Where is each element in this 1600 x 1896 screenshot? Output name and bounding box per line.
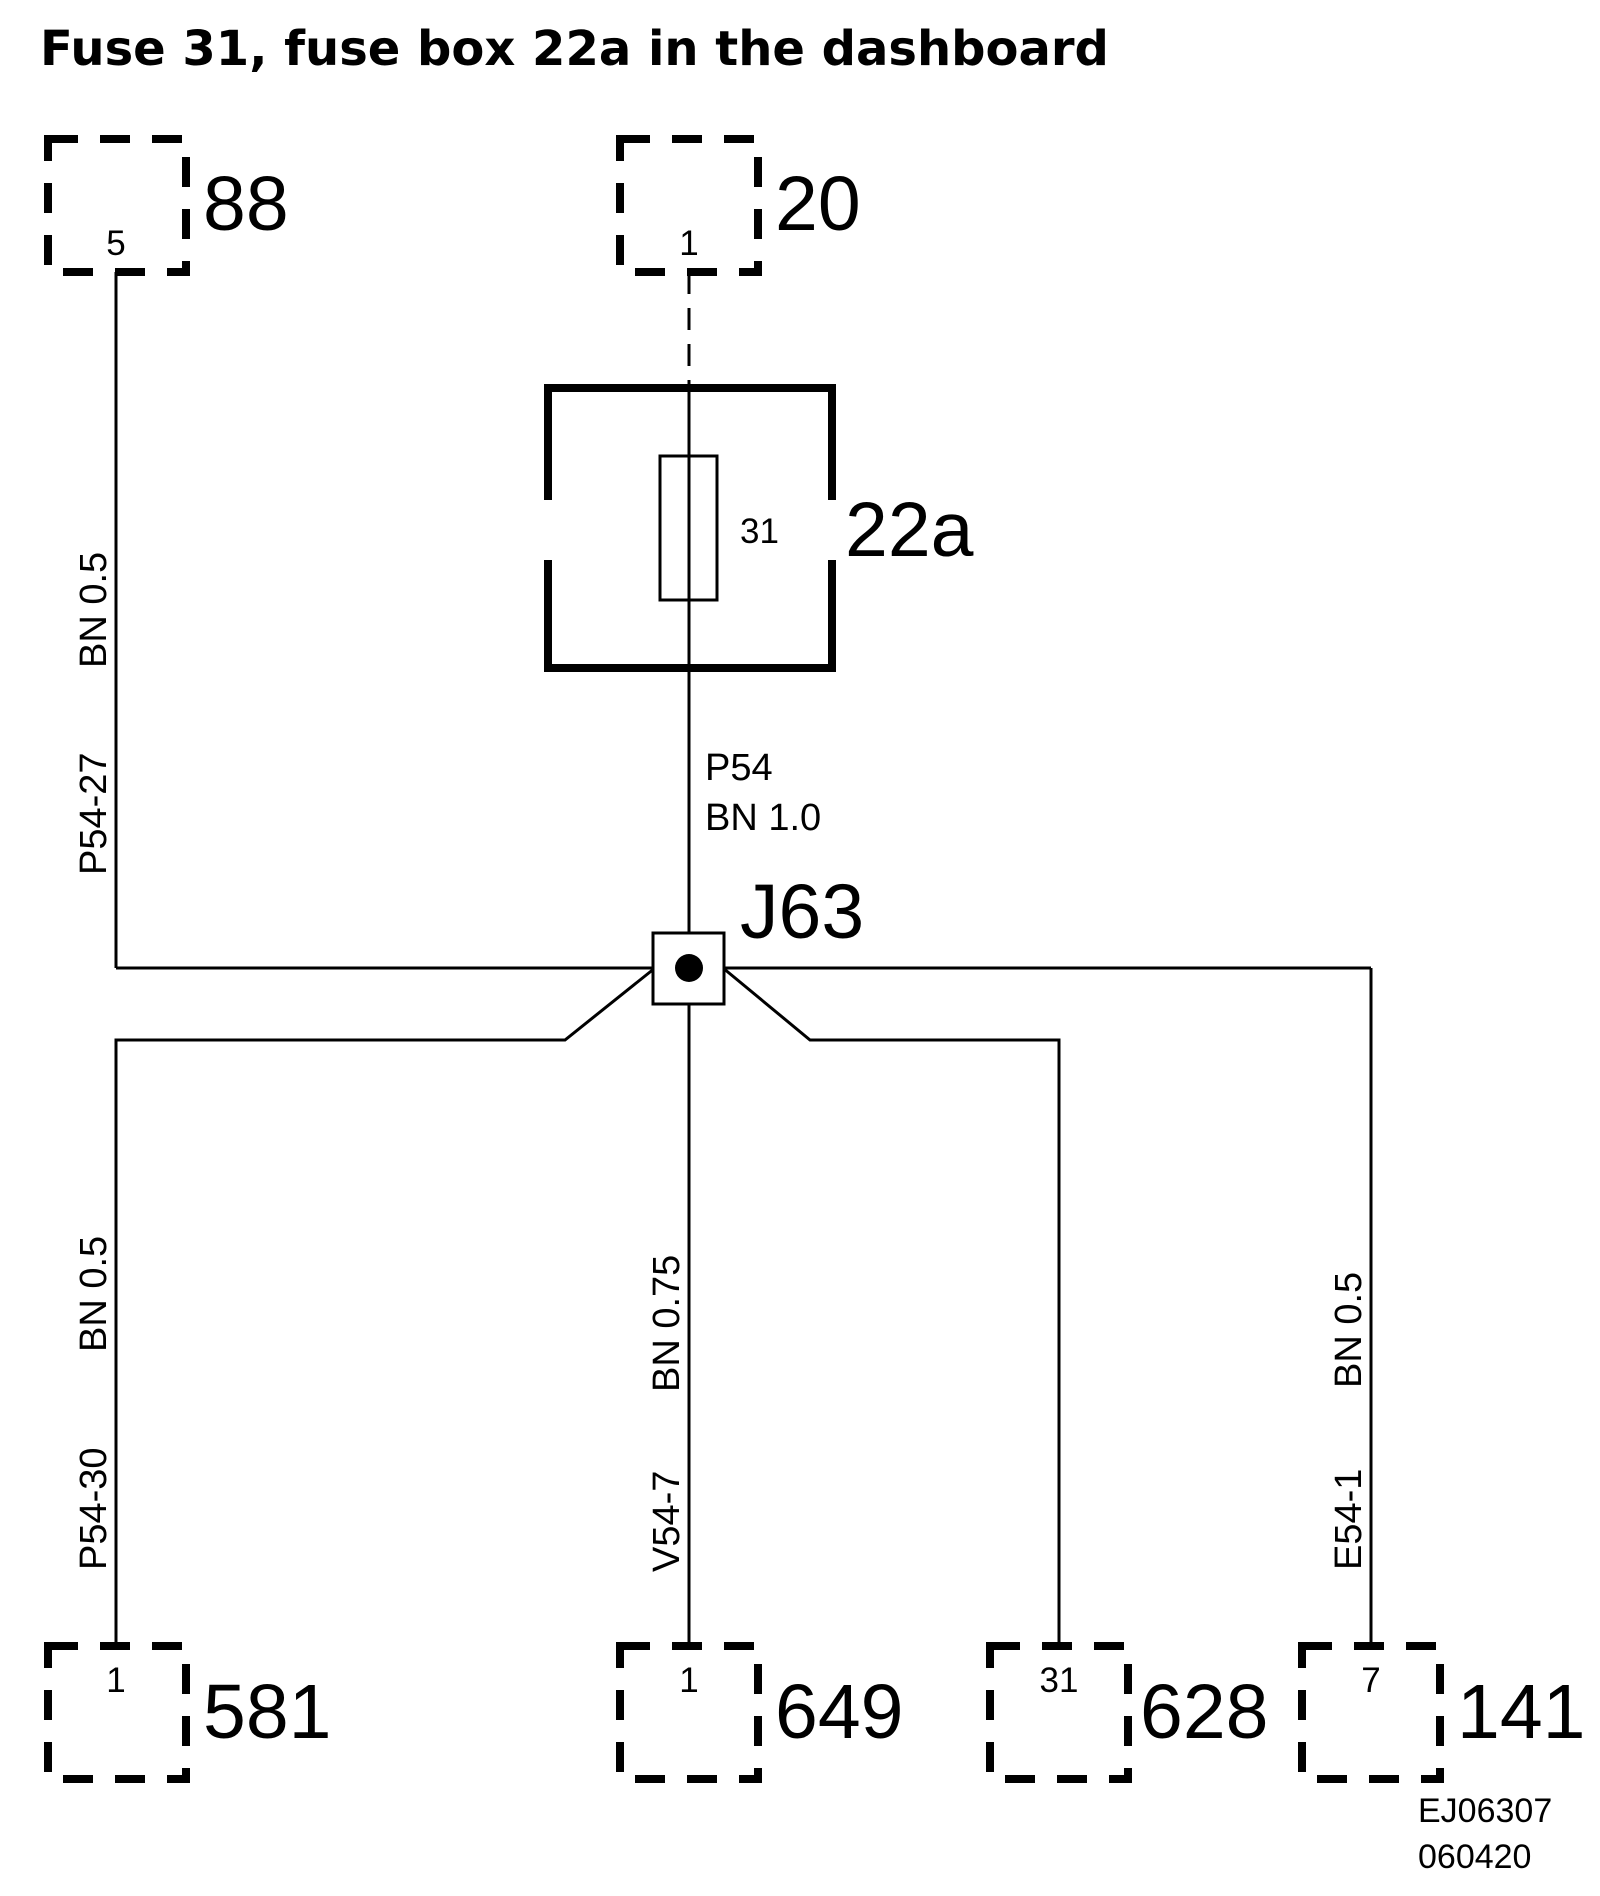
wire-label-spec: BN 0.5 xyxy=(73,552,115,668)
connector-141: 7 141 xyxy=(1298,1642,1585,1783)
connector-id: 88 xyxy=(203,161,289,247)
connector-id: 20 xyxy=(775,161,861,247)
junction-id: J63 xyxy=(740,869,864,955)
reference-code: EJ06307 xyxy=(1418,1792,1552,1830)
connector-id: 649 xyxy=(775,1669,903,1755)
connector-pin: 1 xyxy=(679,224,698,263)
reference-date: 060420 xyxy=(1418,1838,1531,1876)
connector-pin: 7 xyxy=(1361,1661,1380,1700)
junction-dot xyxy=(675,954,703,982)
fuse-number: 31 xyxy=(740,512,779,551)
connector-box xyxy=(1298,1642,1444,1783)
wire-label-circuit: V54-7 xyxy=(646,1471,688,1572)
connector-581: 1 581 xyxy=(44,1642,331,1783)
wire-label-circuit: P54-30 xyxy=(73,1447,115,1570)
connector-pin: 5 xyxy=(106,224,125,263)
connector-box xyxy=(616,135,762,276)
fusebox-22a: 31 22a xyxy=(542,384,974,672)
connector-box xyxy=(44,1642,190,1783)
fusebox-id: 22a xyxy=(845,487,974,573)
connector-628: 31 628 xyxy=(986,1642,1268,1783)
wire-label-spec: BN 0.5 xyxy=(73,1236,115,1352)
connector-649: 1 649 xyxy=(616,1642,903,1783)
connector-id: 628 xyxy=(1140,1669,1268,1755)
connector-box xyxy=(44,135,190,276)
wire-581-branch xyxy=(114,966,656,1646)
wires xyxy=(114,272,1373,1646)
wire-628-branch xyxy=(722,966,1061,1646)
wire-label-spec: BN 1.0 xyxy=(705,797,821,839)
wire-label-circuit: E54-1 xyxy=(1328,1469,1370,1570)
fuse-element xyxy=(658,454,719,602)
connector-box xyxy=(986,1642,1132,1783)
junction-j63: J63 xyxy=(651,869,864,1006)
wire-label-circuit: P54-27 xyxy=(73,752,115,875)
connector-pin: 31 xyxy=(1040,1661,1079,1700)
connector-pin: 1 xyxy=(679,1661,698,1700)
connector-pin: 1 xyxy=(106,1661,125,1700)
wire-label-spec: BN 0.5 xyxy=(1328,1272,1370,1388)
connector-id: 581 xyxy=(203,1669,331,1755)
connector-88: 5 88 xyxy=(44,135,289,276)
connector-box xyxy=(616,1642,762,1783)
wire-label-spec: BN 0.75 xyxy=(646,1255,688,1392)
wire-label-circuit: P54 xyxy=(705,747,773,789)
diagram-title: Fuse 31, fuse box 22a in the dashboard xyxy=(40,21,1109,77)
connector-id: 141 xyxy=(1457,1669,1585,1755)
connector-20: 1 20 xyxy=(616,135,861,276)
